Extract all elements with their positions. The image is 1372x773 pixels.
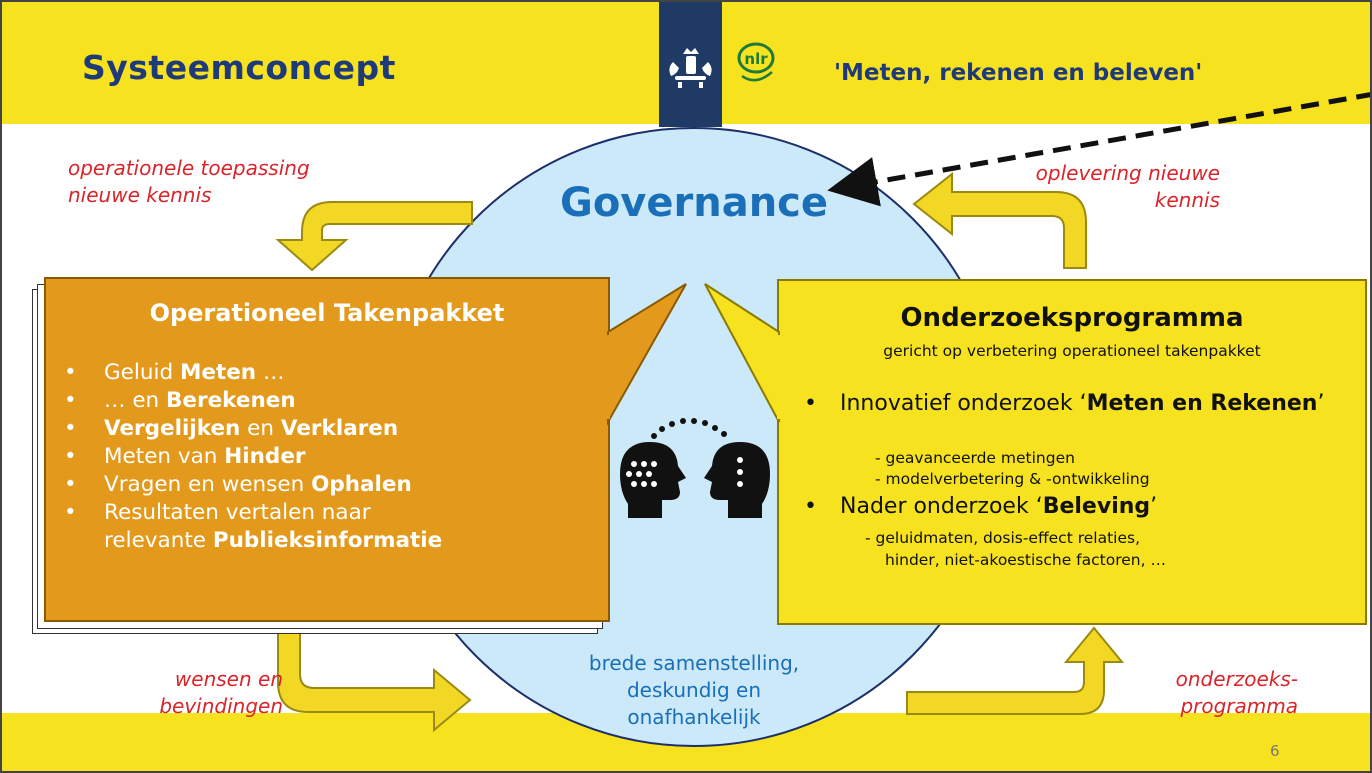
arrow-new-knowledge: [912, 171, 1087, 269]
list-item: Resultaten vertalen naar: [64, 499, 442, 527]
label-line: nieuwe kennis: [68, 183, 212, 207]
research-subitem: - geavanceerde metingen: [875, 449, 1075, 467]
list-item: Geluid Meten …: [64, 359, 442, 387]
label-operational-application: operationele toepassing nieuwe kennis: [68, 155, 310, 209]
label-line: onderzoeks-: [1175, 667, 1298, 691]
label-line: kennis: [1154, 188, 1220, 212]
tail-seam: [777, 335, 782, 419]
list-item: Meten van Hinder: [64, 443, 442, 471]
label-line: wensen en: [174, 667, 283, 691]
list-item: Vragen en wensen Ophalen: [64, 471, 442, 499]
research-subitem: - geluidmaten, dosis-effect relaties,: [865, 529, 1141, 547]
two-heads-icon: [620, 418, 770, 518]
research-heading: Onderzoeksprogramma: [900, 303, 1244, 333]
governance-title: Governance: [559, 180, 829, 226]
operational-heading: Operationeel Takenpakket: [149, 299, 505, 327]
research-callout-tail: [704, 283, 780, 423]
governance-note: brede samenstelling, deskundig en onafha…: [514, 650, 874, 731]
research-subitem: hinder, niet-akoestische factoren, …: [885, 551, 1166, 569]
nlr-logo-text: nlr: [744, 50, 768, 68]
dashed-input-arrow: [827, 92, 1370, 207]
rijksoverheid-crest-icon: [669, 48, 712, 88]
label-line: programma: [1180, 694, 1298, 718]
operational-tasks-box: Operationeel Takenpakket Geluid Meten … …: [44, 277, 610, 622]
research-bullet: •Innovatief onderzoek ‘Meten en Rekenen’: [804, 391, 1325, 416]
label-new-knowledge: oplevering nieuwe kennis: [962, 160, 1220, 214]
label-line: oplevering nieuwe: [1035, 161, 1220, 185]
research-subheading: gericht op verbetering operationeel take…: [883, 342, 1261, 360]
operational-callout-tail: [607, 283, 687, 426]
governance-note-line: deskundig en: [626, 678, 762, 702]
research-subitem: - modelverbetering & -ontwikkeling: [875, 470, 1150, 488]
slide-title: Systeemconcept: [82, 48, 396, 87]
governance-note-line: brede samenstelling,: [588, 651, 800, 675]
list-item: Vergelijken en Verklaren: [64, 415, 442, 443]
research-bullet: •Nader onderzoek ‘Beleving’: [804, 494, 1158, 519]
label-line: bevindingen: [159, 694, 283, 718]
arrow-wishes-findings: [277, 626, 472, 733]
list-item: … en Berekenen: [64, 387, 442, 415]
list-item-continuation: relevante Publieksinformatie: [104, 528, 443, 553]
label-research-program: onderzoeks- programma: [1102, 666, 1298, 720]
tail-seam: [605, 335, 610, 419]
page-number: 6: [1270, 742, 1280, 760]
label-wishes-findings: wensen en bevindingen: [87, 666, 283, 720]
label-line: operationele toepassing: [68, 156, 310, 180]
research-program-box: Onderzoeksprogramma gericht op verbeteri…: [777, 279, 1367, 625]
rijksoverheid-logo-block: [659, 2, 722, 127]
arrow-research-program: [906, 626, 1125, 715]
operational-list: Geluid Meten … … en Berekenen Vergelijke…: [64, 359, 442, 555]
governance-note-line: onafhankelijk: [627, 705, 761, 729]
nlr-logo-icon: nlr: [737, 42, 775, 82]
arrow-operational-application: [275, 201, 473, 272]
slide-subtitle: 'Meten, rekenen en beleven': [834, 60, 1203, 86]
